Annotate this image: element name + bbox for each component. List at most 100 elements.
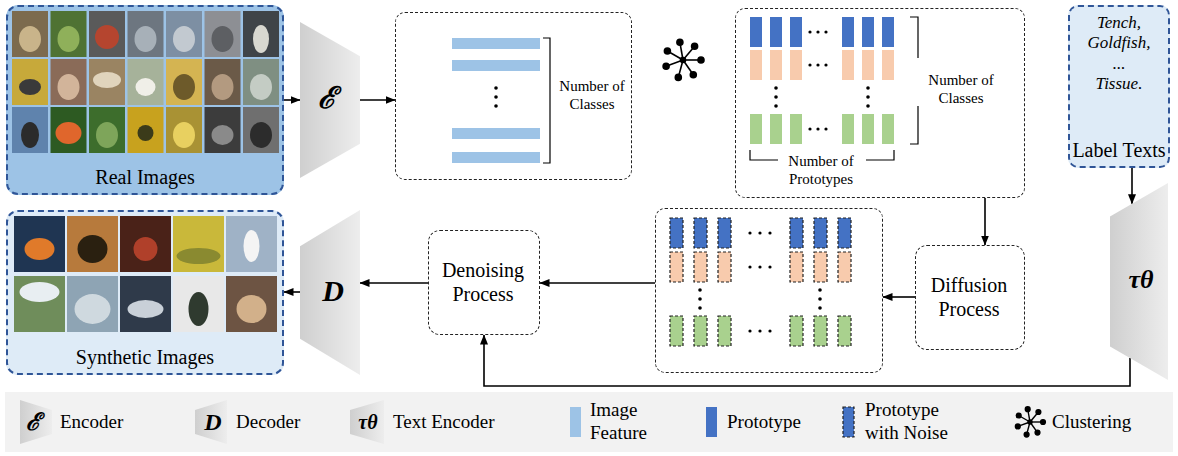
prototype-bar xyxy=(842,114,854,144)
ellipsis-dots xyxy=(816,127,819,130)
node-label: Synthetic Images xyxy=(8,345,282,369)
ellipsis-dots xyxy=(698,297,702,301)
flow-arrow xyxy=(484,335,1130,386)
ellipsis-dots xyxy=(824,127,827,130)
bracket xyxy=(543,38,550,163)
ellipsis-dots xyxy=(774,104,778,108)
ellipsis-dots xyxy=(824,63,827,66)
legend-text: Prototype xyxy=(727,411,827,434)
legend-text: Clustering xyxy=(1052,411,1157,434)
real-photo xyxy=(166,107,202,153)
node-label: Number of Prototypes xyxy=(776,152,866,188)
noisy-prototype-bar xyxy=(670,316,683,346)
real-photo xyxy=(96,122,118,148)
node-label: D xyxy=(306,273,360,309)
legend-text: Encoder xyxy=(60,411,160,434)
prototype-bar xyxy=(770,114,782,144)
real-photo xyxy=(51,11,87,57)
ellipsis-dots xyxy=(748,329,751,332)
prototype-bar xyxy=(862,50,874,80)
legend-clustering-icon xyxy=(1025,407,1030,412)
image-feature-bar xyxy=(452,38,540,163)
clustering-symbol xyxy=(698,57,704,63)
ellipsis-dots xyxy=(748,231,751,234)
ellipsis-dots xyxy=(866,86,870,90)
bracket xyxy=(543,17,918,163)
node-label: ℰ xyxy=(300,80,354,116)
prototype-bar xyxy=(842,17,854,47)
ellipsis-dots xyxy=(866,104,870,108)
legend-clustering-icon xyxy=(1024,432,1029,437)
real-photo xyxy=(19,26,41,52)
node-label: Denoising Process xyxy=(431,258,535,306)
trapezoid-shape xyxy=(1110,183,1168,380)
synthetic-photo xyxy=(120,276,171,332)
ellipsis-dots xyxy=(768,329,771,332)
node-label: Tench, Goldfish, ... Tissue. xyxy=(1072,13,1166,95)
encoder-block: ℰ xyxy=(300,22,360,178)
legend-swatch xyxy=(706,407,717,437)
label-text-panel: Tench, Goldfish, ... Tissue.Label Texts xyxy=(1068,5,1170,168)
decoder-block: D xyxy=(300,210,360,375)
image-feature-bar xyxy=(452,38,540,49)
legend-text: Text Encoder xyxy=(393,411,533,434)
legend-clustering-icon xyxy=(1016,413,1021,418)
clustering-symbol xyxy=(663,39,704,80)
ellipsis-dots xyxy=(818,288,822,292)
flow-arrow xyxy=(883,296,915,298)
image-panel: Synthetic Images xyxy=(6,210,284,375)
real-photo xyxy=(12,59,48,105)
prototype-bar xyxy=(750,50,762,80)
real-photo xyxy=(89,107,125,153)
ellipsis-dots xyxy=(816,63,819,66)
flow-arrow xyxy=(360,99,395,101)
prototype-bar xyxy=(862,114,874,144)
process-box: Diffusion Process xyxy=(915,245,1025,350)
ellipsis-dots xyxy=(698,306,702,310)
bracket xyxy=(750,150,778,160)
real-photo xyxy=(173,26,195,52)
ellipsis-dots xyxy=(818,297,822,301)
legend-clustering-icon xyxy=(1015,407,1045,437)
ellipsis-dots xyxy=(758,265,761,268)
noisy-prototype-bar xyxy=(790,316,803,346)
real-photo xyxy=(21,122,39,148)
synthetic-photo xyxy=(67,276,118,332)
prototype-box: Number of ClassesNumber of Prototypes xyxy=(735,8,1025,198)
image-panel: Real Images xyxy=(6,5,284,195)
synthetic-photo xyxy=(134,237,158,261)
ellipsis-dots xyxy=(494,30,870,332)
legend-text: Image Feature xyxy=(590,399,665,445)
process-box: Denoising Process xyxy=(428,230,540,335)
noisy-prototype-bar xyxy=(790,218,803,248)
bracket xyxy=(910,17,918,58)
ellipsis-dots xyxy=(816,30,819,33)
noisy-prototype-bar xyxy=(718,252,731,282)
legend-symbol: τθ xyxy=(350,410,386,434)
flow-arrow xyxy=(540,282,655,284)
legend-band xyxy=(5,392,1173,452)
real-photo xyxy=(58,74,80,100)
panel-fill xyxy=(6,210,284,375)
flow-arrow xyxy=(284,99,300,101)
real-photo xyxy=(243,11,279,57)
node-label: Number of Classes xyxy=(557,77,627,113)
real-photo xyxy=(166,59,202,105)
synthetic-photo xyxy=(14,216,65,272)
ellipsis-dots xyxy=(808,30,811,33)
image-feature-bar xyxy=(452,128,540,139)
ellipsis-dots xyxy=(698,288,702,292)
flow-arrow xyxy=(360,282,428,284)
ellipsis-dots xyxy=(774,95,778,99)
noisy-prototype-bar xyxy=(694,316,707,346)
prototype-bar xyxy=(750,17,894,144)
legend-band xyxy=(5,392,1173,452)
noisy-prototype-bar xyxy=(838,218,851,248)
trapezoid-shape xyxy=(300,210,360,375)
legend-clustering-icon xyxy=(1015,424,1020,429)
synthetic-photo xyxy=(173,216,224,272)
ellipsis-dots xyxy=(824,30,827,33)
noisy-prototype-bar xyxy=(670,218,851,346)
node-label: Number of Classes xyxy=(926,71,996,107)
